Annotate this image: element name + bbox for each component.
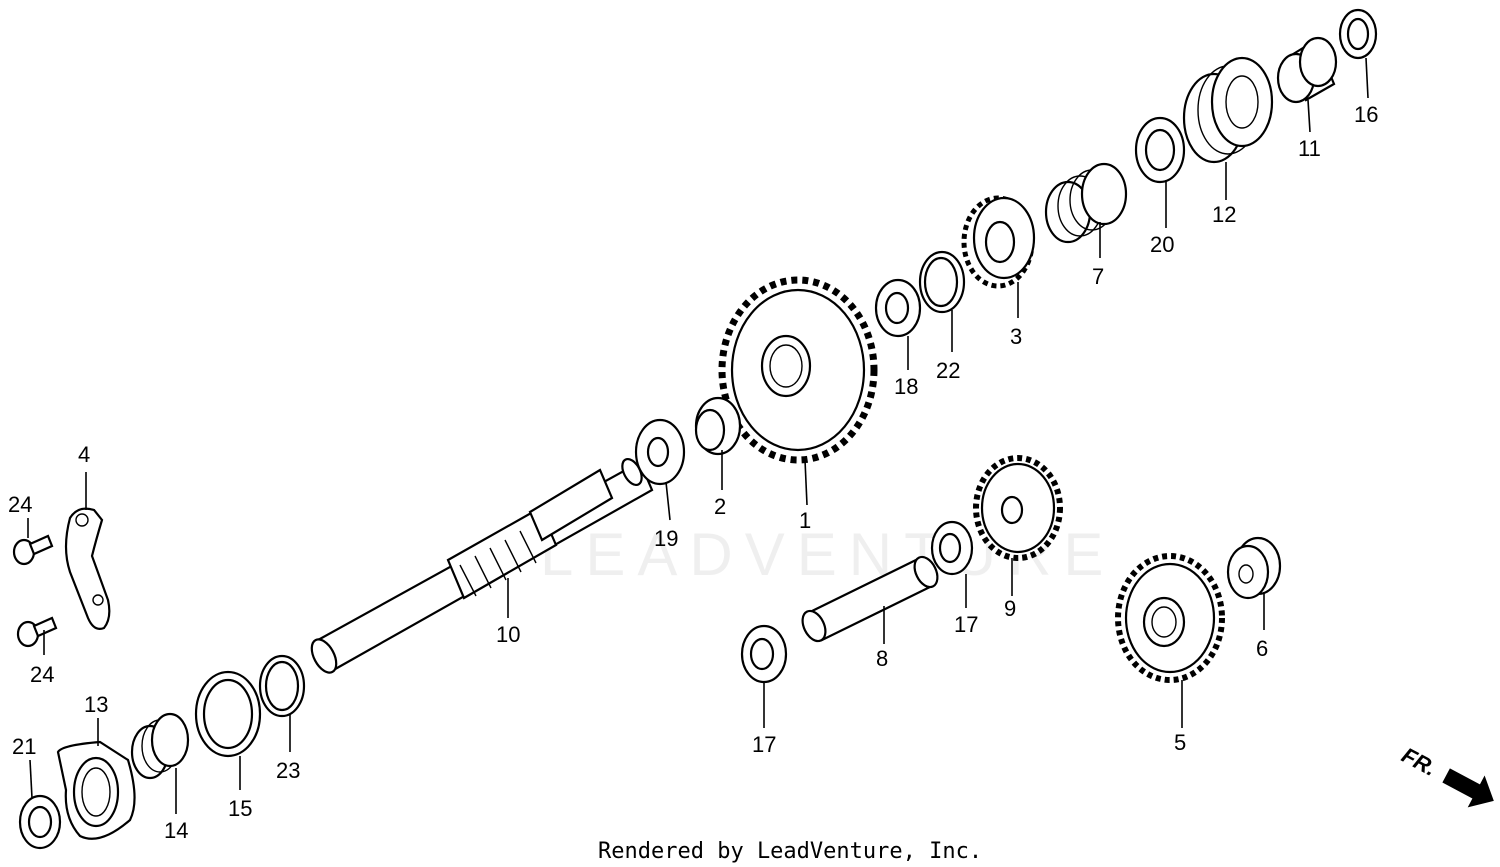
- leader-lines: [27, 57, 1369, 814]
- part-spindle-13[interactable]: [56, 740, 136, 840]
- callout-17-upper: 17: [954, 612, 978, 637]
- callout-24-lower: 24: [30, 662, 54, 687]
- callout-24-upper: 24: [8, 492, 32, 517]
- part-washer-21[interactable]: [18, 794, 62, 850]
- part-snapring-22[interactable]: [918, 250, 966, 314]
- callout-2: 2: [714, 494, 726, 519]
- callout-17-lower: 17: [752, 732, 776, 757]
- part-washer-17-upper[interactable]: [930, 520, 974, 576]
- callout-21: 21: [12, 734, 36, 759]
- callout-5: 5: [1174, 730, 1186, 755]
- callout-14: 14: [164, 818, 188, 843]
- callout-23: 23: [276, 758, 300, 783]
- part-bushing-2[interactable]: [694, 396, 742, 456]
- callout-8: 8: [876, 646, 888, 671]
- part-snapring-23[interactable]: [258, 654, 306, 718]
- callout-7: 7: [1092, 264, 1104, 289]
- part-spring-7[interactable]: [1044, 162, 1128, 244]
- callout-13: 13: [84, 692, 108, 717]
- callout-16: 16: [1354, 102, 1378, 127]
- callout-1: 1: [799, 508, 811, 533]
- arrow-right-icon: [1442, 768, 1494, 808]
- part-washer-19[interactable]: [634, 418, 686, 486]
- callout-4: 4: [78, 442, 90, 467]
- part-gear-9[interactable]: [973, 455, 1063, 561]
- part-gear-1[interactable]: [718, 276, 878, 464]
- part-plate-4[interactable]: [64, 507, 111, 630]
- callout-18: 18: [894, 374, 918, 399]
- callout-3: 3: [1010, 324, 1022, 349]
- part-collar-6[interactable]: [1226, 536, 1282, 600]
- part-shaft-8[interactable]: [798, 553, 942, 645]
- part-washer-16[interactable]: [1338, 8, 1378, 60]
- front-direction-arrow: FR.: [1398, 742, 1494, 808]
- callout-12: 12: [1212, 202, 1236, 227]
- part-bolt-24-lower[interactable]: [16, 616, 58, 648]
- callout-9: 9: [1004, 596, 1016, 621]
- part-collar-11[interactable]: [1276, 36, 1338, 104]
- part-shaft-10[interactable]: [307, 456, 654, 677]
- part-washer-15[interactable]: [194, 670, 262, 758]
- fr-label: FR.: [1398, 742, 1441, 781]
- part-bolt-24-upper[interactable]: [12, 534, 54, 566]
- callout-11: 11: [1298, 136, 1321, 161]
- callout-10: 10: [496, 622, 520, 647]
- part-ratchet-3[interactable]: [961, 195, 1036, 289]
- part-washer-20[interactable]: [1134, 116, 1186, 184]
- part-washer-18[interactable]: [874, 278, 922, 338]
- callout-15: 15: [228, 796, 252, 821]
- callout-19: 19: [654, 526, 678, 551]
- callout-6: 6: [1256, 636, 1268, 661]
- part-spring-12[interactable]: [1182, 56, 1274, 164]
- callout-labels: 1 2 3 4 5 6 7 8 9 10 11 12 13 14 15 16 1…: [8, 102, 1378, 843]
- part-gear-5[interactable]: [1115, 553, 1225, 683]
- part-washer-17-lower[interactable]: [740, 624, 788, 684]
- part-spring-14[interactable]: [130, 712, 190, 780]
- footer-credit: Rendered by LeadVenture, Inc.: [598, 839, 982, 864]
- callout-22: 22: [936, 358, 960, 383]
- callout-20: 20: [1150, 232, 1174, 257]
